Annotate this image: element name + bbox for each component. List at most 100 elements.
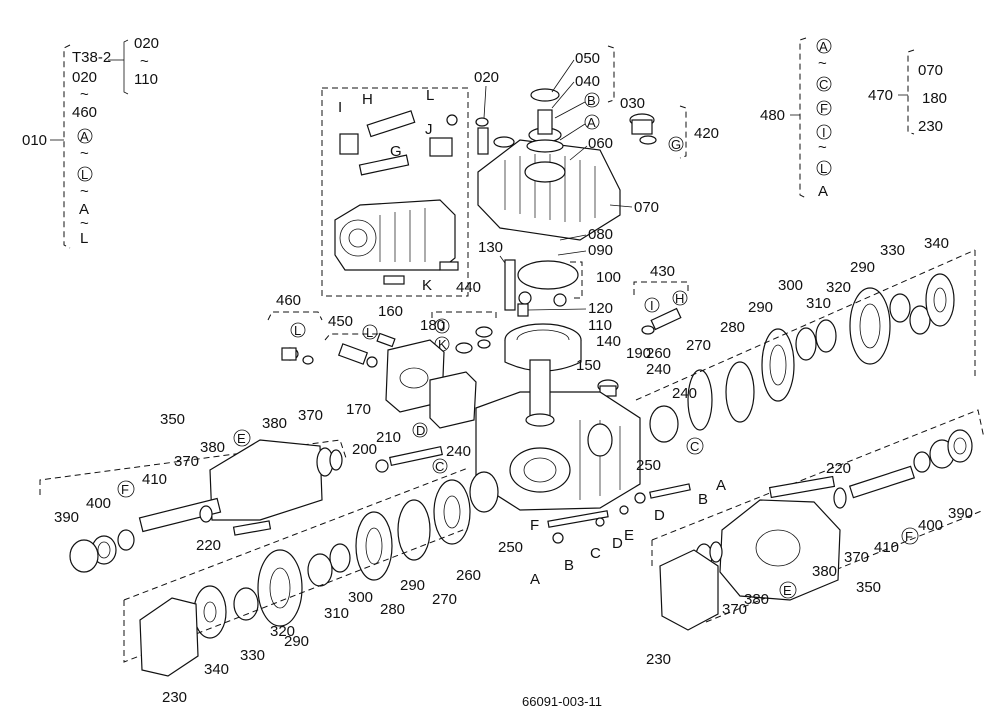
label-150: 150 <box>576 357 601 374</box>
main-transmission-housing <box>475 359 641 511</box>
inset-label-G: G <box>390 143 402 160</box>
label-400b: 400 <box>918 517 943 534</box>
label-480-F: F <box>820 101 828 116</box>
label-410b: 410 <box>874 539 899 556</box>
inset-label-J: J <box>425 121 433 138</box>
label-010-tilde-2: ~ <box>80 145 89 162</box>
cover-170 <box>385 339 477 429</box>
right-axle-housing <box>695 429 973 601</box>
label-160: 160 <box>378 303 403 320</box>
inset-label-I: I <box>338 99 342 116</box>
label-290b: 290 <box>850 259 875 276</box>
label-370c: 370 <box>844 549 869 566</box>
circle-marker <box>77 166 93 182</box>
label-480: 480 <box>760 107 785 124</box>
label-010-tilde-3: ~ <box>80 183 89 200</box>
label-D-mid: D <box>416 423 425 438</box>
label-E-left: E <box>237 431 246 446</box>
label-090: 090 <box>588 242 613 259</box>
label-270b: 270 <box>432 591 457 608</box>
label-270a: 270 <box>686 337 711 354</box>
label-140: 140 <box>596 333 621 350</box>
label-E-mid: E <box>624 527 634 544</box>
label-060: 060 <box>588 135 613 152</box>
lower-left-gear-stack <box>193 471 499 639</box>
label-F-right: F <box>905 529 913 544</box>
label-330b: 330 <box>240 647 265 664</box>
label-220b: 220 <box>826 460 851 477</box>
label-290a: 290 <box>748 299 773 316</box>
label-280b: 280 <box>380 601 405 618</box>
inset-detail-box <box>321 87 469 297</box>
label-480-A2: A <box>818 183 828 200</box>
label-380d: 380 <box>744 591 769 608</box>
label-C-low: C <box>590 545 601 562</box>
label-320b: 320 <box>270 623 295 640</box>
label-240b: 240 <box>446 443 471 460</box>
label-350b: 350 <box>856 579 881 596</box>
label-100: 100 <box>596 269 621 286</box>
label-210: 210 <box>376 429 401 446</box>
label-260a: 260 <box>646 345 671 362</box>
label-010-A: A <box>80 129 89 144</box>
plug-190 <box>597 379 619 397</box>
label-370b: 370 <box>174 453 199 470</box>
label-430-H: H <box>675 291 684 306</box>
label-440: 440 <box>456 279 481 296</box>
label-F-left: F <box>121 482 129 497</box>
label-A-mid: A <box>716 477 726 494</box>
label-C-right: C <box>690 439 699 454</box>
gasket-230-left <box>139 597 199 677</box>
label-370d: 370 <box>722 601 747 618</box>
label-470-070: 070 <box>918 62 943 79</box>
label-130: 130 <box>478 239 503 256</box>
label-A-top: A <box>587 115 596 130</box>
label-440-K: K <box>438 337 447 352</box>
label-120: 120 <box>588 300 613 317</box>
plug-420 <box>629 113 657 145</box>
label-A-low: A <box>530 571 540 588</box>
label-310a: 310 <box>806 295 831 312</box>
shaft-130 <box>504 259 579 317</box>
label-B-top: B <box>587 93 596 108</box>
label-460: 460 <box>276 292 301 309</box>
label-t38-range-start: 020 <box>134 35 159 52</box>
label-200: 200 <box>352 441 377 458</box>
label-340a: 340 <box>924 235 949 252</box>
label-030: 030 <box>620 95 645 112</box>
label-420: 420 <box>694 125 719 142</box>
spring-440 <box>455 326 493 354</box>
label-240-gear: 240 <box>672 385 697 402</box>
inset-label-H: H <box>362 91 373 108</box>
label-350a: 350 <box>160 411 185 428</box>
label-010-range-start: 020 <box>72 69 97 86</box>
label-080: 080 <box>588 226 613 243</box>
label-310b: 310 <box>324 605 349 622</box>
label-400a: 400 <box>86 495 111 512</box>
label-440-J: J <box>439 319 446 334</box>
label-010-A2: A <box>79 201 89 218</box>
label-010-tilde-4: ~ <box>80 215 89 232</box>
label-450-L: L <box>366 325 373 340</box>
left-axle-housing <box>69 439 343 573</box>
label-t38-range-end: 110 <box>134 71 158 88</box>
upper-right-gear-stack <box>649 273 955 443</box>
label-370a: 370 <box>298 407 323 424</box>
label-010-L2: L <box>80 230 88 247</box>
label-340b: 340 <box>204 661 229 678</box>
valve-430 <box>641 307 682 335</box>
label-C-mid: C <box>435 459 444 474</box>
label-410a: 410 <box>142 471 167 488</box>
label-010: 010 <box>22 132 47 149</box>
label-380c: 380 <box>812 563 837 580</box>
label-050: 050 <box>575 50 600 67</box>
label-460-L: L <box>294 323 301 338</box>
label-240a: 240 <box>646 361 671 378</box>
ring-110 <box>504 323 582 372</box>
label-290c: 290 <box>400 577 425 594</box>
label-110: 110 <box>588 317 612 334</box>
label-330a: 330 <box>880 242 905 259</box>
bolt-160 <box>376 332 396 348</box>
gasket-230-right <box>659 549 719 631</box>
